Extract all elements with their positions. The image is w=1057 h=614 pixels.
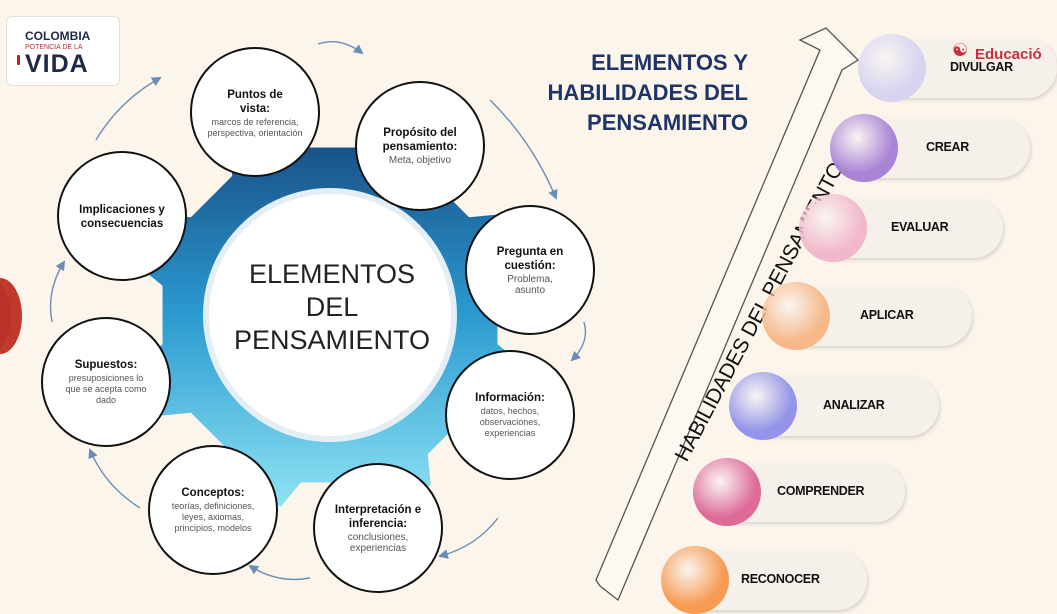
element-title: Información: — [475, 392, 545, 404]
main-title: ELEMENTOS Y HABILIDADES DEL PENSAMIENTO — [480, 48, 748, 138]
element-title: Interpretación e inferencia: — [334, 503, 422, 530]
skill-divulgar: DIVULGAR — [858, 34, 1057, 102]
cycle-arrow — [489, 99, 558, 200]
cycle-arrow — [248, 564, 311, 581]
logo-line-3: VIDA — [25, 50, 89, 78]
skill-label: RECONOCER — [741, 572, 820, 586]
element-description: presuposiciones lo que se acepta como da… — [65, 373, 147, 405]
skill-label: CREAR — [926, 140, 969, 154]
element-title: Propósito del pensamiento: — [382, 127, 458, 153]
skill-label: ANALIZAR — [823, 398, 885, 412]
element-circle — [57, 151, 187, 281]
skill-color-ball — [762, 282, 830, 350]
center-circle — [203, 188, 457, 442]
element-concepts: Conceptos: teorías, definiciones, leyes,… — [148, 455, 278, 565]
skill-label: DIVULGAR — [950, 60, 1013, 74]
skill-aplicar: APLICAR — [762, 282, 972, 350]
cycle-arrow — [438, 517, 499, 559]
main-title-line-3: PENSAMIENTO — [587, 110, 748, 135]
skill-color-ball — [858, 34, 926, 102]
cycle-arrows — [49, 41, 587, 581]
education-emblem-icon: ☯ — [952, 40, 969, 60]
skill-label: EVALUAR — [891, 220, 949, 234]
element-title: Puntos de vista: — [227, 88, 283, 115]
skill-analizar: ANALIZAR — [729, 372, 939, 440]
gear-shape — [41, 47, 595, 593]
main-title-line-2: HABILIDADES DEL — [547, 80, 748, 105]
element-description: Problema, asunto — [507, 273, 553, 296]
element-circle — [445, 350, 575, 480]
element-circle — [465, 205, 595, 335]
logo-mark-icon — [17, 55, 20, 65]
cycle-arrow — [570, 321, 587, 362]
element-circle — [148, 445, 278, 575]
element-assumptions: Supuestos: presuposiciones lo que se ace… — [46, 332, 166, 432]
element-description: datos, hechos, observaciones, experienci… — [479, 406, 541, 438]
logo-line-1: COLOMBIA — [25, 29, 91, 43]
element-title: Conceptos: — [181, 487, 245, 499]
skill-comprender: COMPRENDER — [693, 458, 905, 526]
skill-label: COMPRENDER — [777, 484, 865, 498]
skill-color-ball — [729, 372, 797, 440]
element-circle — [190, 47, 320, 177]
element-circle — [313, 463, 443, 593]
element-title: Supuestos: — [74, 359, 138, 371]
education-logo-text: Educació — [975, 46, 1042, 63]
main-title-line-1: ELEMENTOS Y — [591, 50, 748, 75]
element-title: Pregunta en cuestión: — [496, 245, 564, 272]
logo-line-2: POTENCIA DE LA — [25, 44, 83, 51]
element-circle — [41, 317, 171, 447]
element-description: Meta, objetivo — [388, 155, 452, 166]
element-description: marcos de referencia, perspectiva, orien… — [207, 116, 303, 138]
element-purpose: Propósito del pensamiento: Meta, objetiv… — [365, 96, 475, 196]
skill-color-ball — [830, 114, 898, 182]
center-title-line-1: ELEMENTOS — [248, 259, 416, 289]
skill-reconocer: RECONOCER — [661, 546, 867, 614]
element-description: conclusiones, experiencias — [347, 531, 409, 554]
center-title-line-3: PENSAMIENTO — [233, 325, 431, 355]
skills-arrow — [595, 27, 860, 602]
cycle-arrow — [95, 77, 162, 141]
cycle-arrow — [88, 448, 141, 509]
skill-color-ball — [661, 546, 729, 614]
element-information: Información: datos, hechos, observacione… — [455, 365, 565, 465]
skill-color-ball — [693, 458, 761, 526]
element-circle — [355, 81, 485, 211]
element-viewpoints: Puntos de vista: marcos de referencia, p… — [190, 58, 320, 168]
skill-crear: CREAR — [830, 114, 1030, 182]
element-title: Implicaciones y consecuencias — [79, 204, 165, 230]
element-description: teorías, definiciones, leyes, axiomas, p… — [171, 501, 255, 533]
center-title-line-2: DEL — [305, 292, 359, 322]
cycle-arrow — [317, 41, 364, 55]
element-question: Pregunta en cuestión: Problema, asunto — [475, 220, 585, 320]
center-title: ELEMENTOS DEL PENSAMIENTO — [212, 258, 452, 357]
skill-color-ball — [799, 194, 867, 262]
skill-evaluar: EVALUAR — [799, 194, 1003, 262]
element-interpretation: Interpretación e inferencia: conclusione… — [318, 478, 438, 578]
cycle-arrow — [49, 260, 66, 323]
element-implications: Implicaciones y consecuencias — [62, 162, 182, 272]
colombia-logo: COLOMBIA POTENCIA DE LA VIDA — [6, 16, 120, 86]
skill-label: APLICAR — [860, 308, 914, 322]
